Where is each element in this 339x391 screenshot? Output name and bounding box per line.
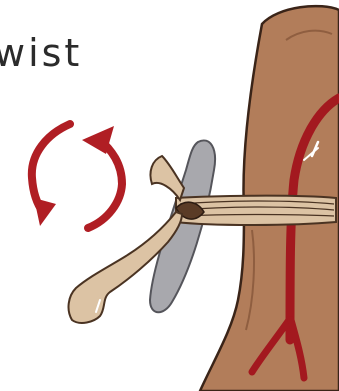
tourniquet-band [176,196,336,225]
rotation-arrow-left [32,124,70,212]
rotation-arrows-icon [32,124,122,228]
rotation-arrowhead-left [34,198,56,226]
